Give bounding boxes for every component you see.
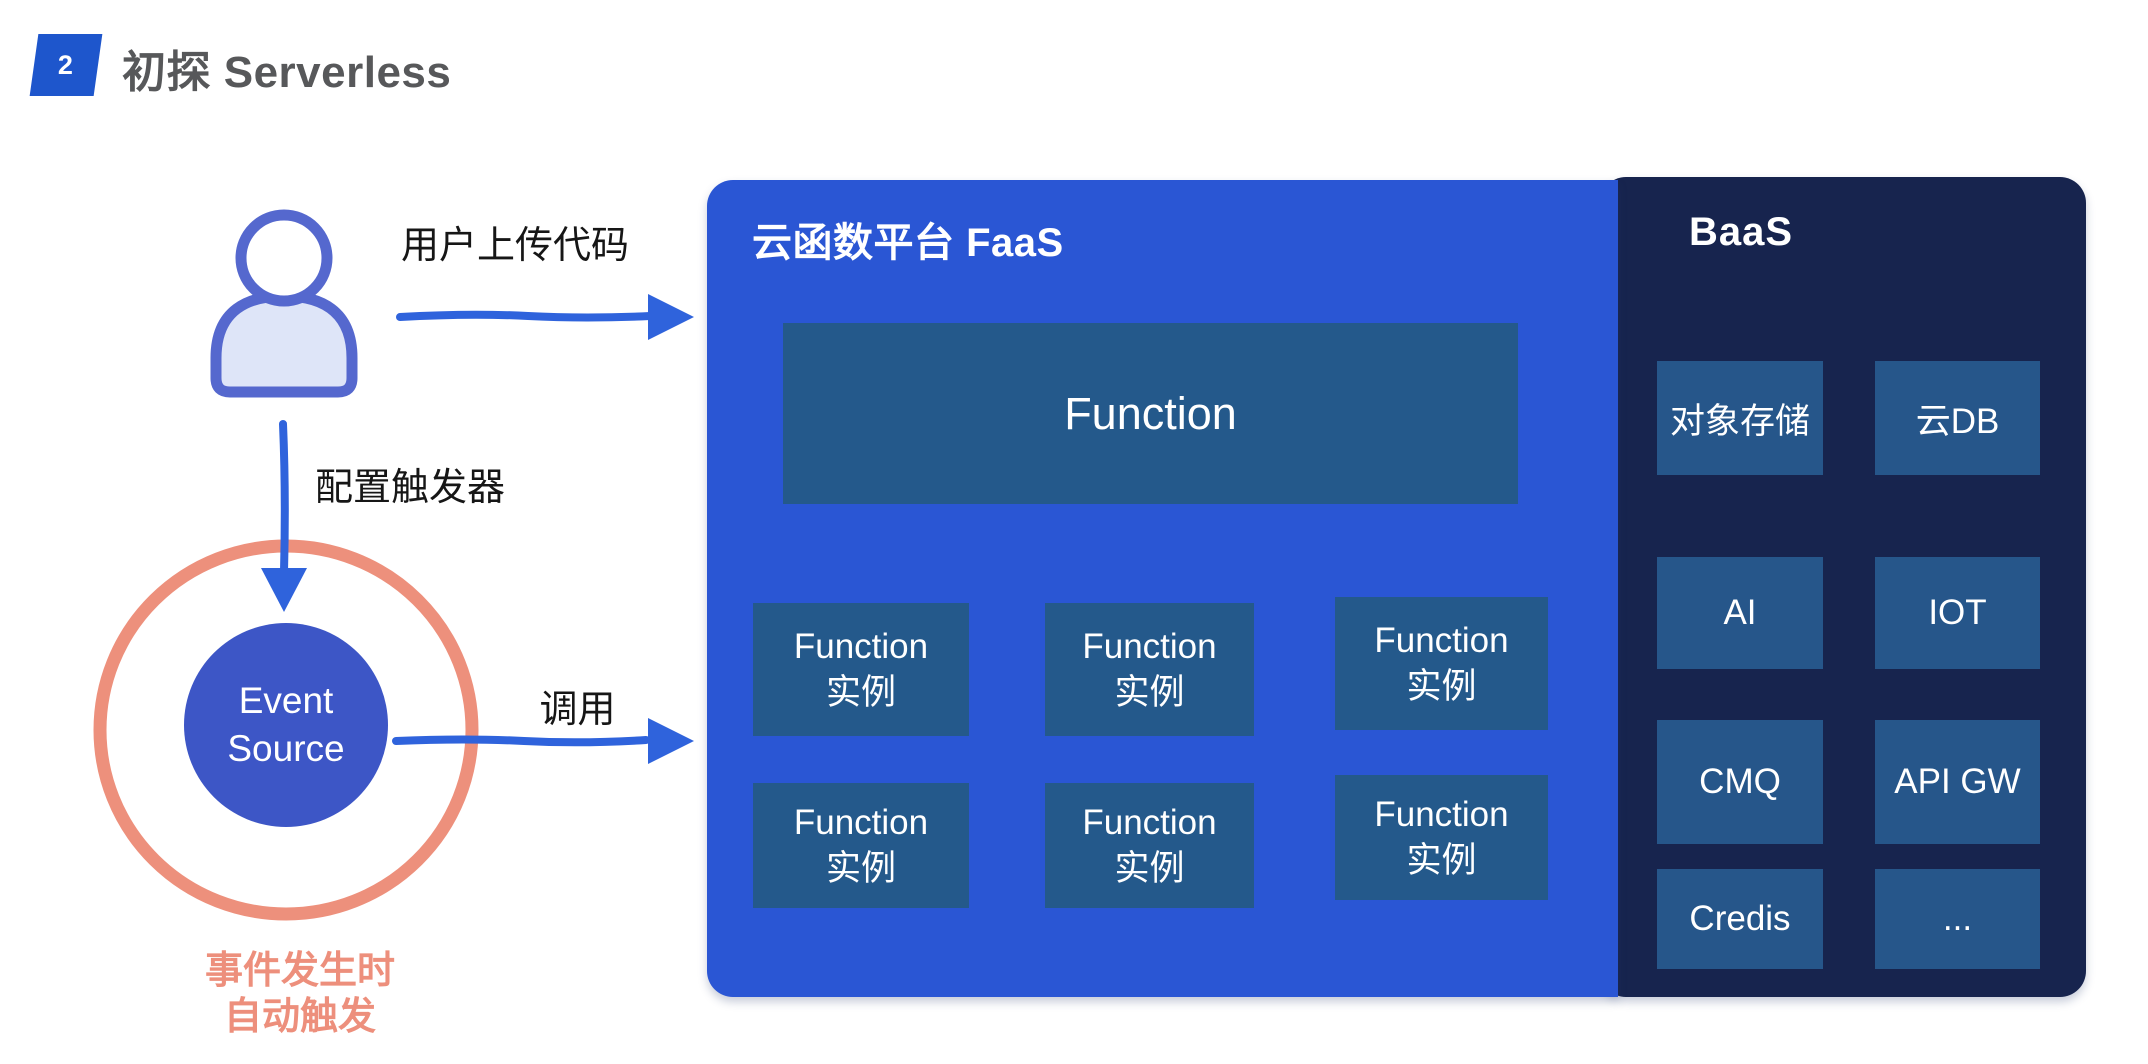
baas-service-cmq: CMQ bbox=[1657, 720, 1823, 844]
event-source-line2: Source bbox=[227, 728, 345, 769]
instance-label-line2: 实例 bbox=[1406, 666, 1477, 706]
instance-label-line1: Function bbox=[793, 626, 929, 666]
baas-service-iot: IOT bbox=[1875, 557, 2040, 669]
function-box: Function bbox=[783, 323, 1518, 504]
instance-label-line2: 实例 bbox=[1114, 672, 1185, 712]
function-instance-box: Function 实例 bbox=[1045, 603, 1254, 736]
instance-label-line1: Function bbox=[1082, 802, 1217, 842]
baas-title: BaaS bbox=[1689, 210, 1794, 254]
instance-label-line1: Function bbox=[1374, 620, 1509, 660]
configure-trigger-label: 配置触发器 bbox=[314, 467, 505, 509]
invoke-label: 调用 bbox=[539, 689, 616, 731]
baas-panel: BaaS 对象存储 云DB AI IOT CMQ API GW Credis .… bbox=[1600, 177, 2086, 997]
faas-panel: 云函数平台 FaaS Function Function 实例 Function… bbox=[707, 180, 1618, 997]
function-instance-box: Function 实例 bbox=[1335, 775, 1548, 900]
caption-line1: 事件发生时 bbox=[204, 950, 395, 992]
caption-line2: 自动触发 bbox=[223, 996, 376, 1038]
function-instance-box: Function 实例 bbox=[753, 783, 969, 908]
auto-trigger-caption: 事件发生时 自动触发 bbox=[130, 948, 470, 1040]
baas-service-object-storage: 对象存储 bbox=[1657, 361, 1823, 475]
function-instance-box: Function 实例 bbox=[1335, 597, 1548, 730]
instance-label-line2: 实例 bbox=[1406, 840, 1477, 880]
baas-service-credis: Credis bbox=[1657, 869, 1823, 969]
instance-label-line1: Function bbox=[1082, 626, 1217, 666]
event-source-line1: Event bbox=[238, 680, 334, 721]
instance-label-line1: Function bbox=[793, 802, 929, 842]
baas-service-ai: AI bbox=[1657, 557, 1823, 669]
page-title: 初探 Serverless bbox=[122, 48, 452, 97]
faas-title: 云函数平台 FaaS bbox=[752, 221, 1064, 265]
baas-service-more: ... bbox=[1875, 869, 2040, 969]
event-source-label: Event Source bbox=[181, 624, 391, 826]
event-flow-diagram bbox=[93, 209, 694, 921]
event-source-circle bbox=[184, 623, 388, 827]
baas-service-cloud-db: 云DB bbox=[1875, 361, 2040, 475]
baas-service-api-gw: API GW bbox=[1875, 720, 2040, 844]
user-icon bbox=[210, 209, 358, 398]
instance-label-line1: Function bbox=[1374, 794, 1509, 834]
function-instance-box: Function 实例 bbox=[753, 603, 969, 736]
instance-label-line2: 实例 bbox=[825, 848, 896, 888]
trigger-arrow-icon bbox=[261, 420, 307, 612]
invoke-arrow-icon bbox=[392, 718, 694, 764]
function-instance-box: Function 实例 bbox=[1045, 783, 1254, 908]
instance-label-line2: 实例 bbox=[1114, 848, 1185, 888]
upload-arrow-icon bbox=[396, 294, 694, 340]
instance-label-line2: 实例 bbox=[825, 672, 896, 712]
upload-code-label: 用户上传代码 bbox=[400, 225, 629, 267]
